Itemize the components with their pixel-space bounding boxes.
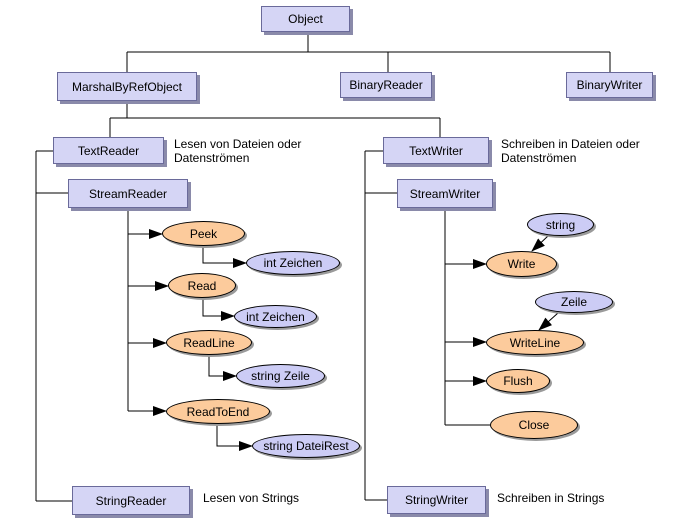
close-method: Close — [490, 411, 578, 439]
binaryreader-class: BinaryReader — [340, 72, 432, 98]
textreader-note-line1: Lesen von Dateien oder — [174, 137, 302, 151]
textwriter-note-line2: Datenströmen — [501, 151, 577, 165]
streamreader-class: StreamReader — [68, 179, 188, 208]
textreader-note-line2: Datenströmen — [174, 151, 250, 165]
readtoend-method: ReadToEnd — [166, 399, 270, 424]
streamwriter-class: StreamWriter — [397, 179, 493, 208]
marshalbyrefobject-class: MarshalByRefObject — [57, 72, 197, 101]
flush-method: Flush — [486, 369, 550, 393]
textwriter-class: TextWriter — [383, 137, 489, 164]
writeline-method: WriteLine — [486, 330, 584, 355]
stringreader-class: StringReader — [72, 486, 190, 515]
writeline-parameter: Zeile — [535, 291, 613, 313]
readline-return-value: string Zeile — [236, 364, 325, 388]
textreader-class: TextReader — [53, 137, 164, 164]
read-method: Read — [168, 273, 236, 298]
stringreader-note: Lesen von Strings — [203, 491, 300, 505]
textwriter-note-line1: Schreiben in Dateien oder — [501, 137, 640, 151]
textreader-note: Lesen von Dateien oder Datenströmen — [174, 137, 301, 165]
object-class: Object — [261, 6, 350, 32]
readtoend-return-value: string DateiRest — [252, 434, 360, 458]
peek-return-value: int Zeichen — [246, 251, 340, 275]
read-return-value: int Zeichen — [234, 305, 317, 328]
readline-method: ReadLine — [166, 330, 252, 355]
stringwriter-note: Schreiben in Strings — [497, 491, 605, 505]
textwriter-note: Schreiben in Dateien oder Datenströmen — [501, 137, 640, 165]
stringwriter-class: StringWriter — [387, 486, 486, 514]
write-method: Write — [486, 251, 557, 277]
peek-method: Peek — [162, 221, 245, 246]
write-parameter: string — [527, 213, 594, 236]
binarywriter-class: BinaryWriter — [566, 72, 653, 98]
